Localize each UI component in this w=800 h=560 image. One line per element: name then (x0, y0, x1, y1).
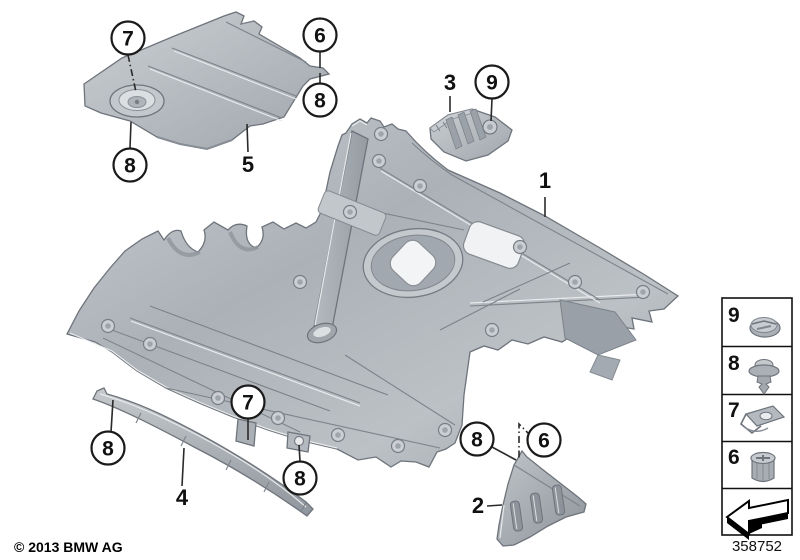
legend-item-8: 8 (728, 352, 780, 395)
svg-text:7: 7 (242, 392, 254, 415)
label-part-3: 3 (444, 70, 456, 95)
panel-tab-bottom (235, 418, 257, 447)
callout-9-plate: 9 (474, 64, 510, 100)
svg-text:6: 6 (538, 430, 550, 453)
part-front-strip (92, 387, 314, 517)
callout-8-shield-left: 8 (112, 147, 148, 183)
clip-nut-icon (739, 405, 786, 435)
callout-7-shield: 7 (110, 20, 146, 56)
callout-6-shield: 6 (302, 17, 338, 53)
label-part-2: 2 (472, 493, 484, 518)
label-part-1: 1 (539, 168, 551, 193)
svg-text:8: 8 (471, 429, 483, 452)
drawing-number: 358752 (732, 538, 782, 555)
copyright-text: © 2013 BMW AG (14, 539, 123, 555)
svg-text:6: 6 (314, 25, 326, 48)
expansion-nut-icon (750, 451, 776, 483)
svg-text:8: 8 (728, 352, 740, 375)
callout-8-panel-bottom: 8 (282, 460, 318, 496)
direction-arrow-icon (725, 498, 789, 540)
callout-6-bracket: 6 (526, 422, 562, 458)
svg-text:9: 9 (486, 72, 498, 95)
svg-text:7: 7 (728, 399, 740, 422)
callout-8-strip: 8 (90, 430, 126, 466)
callout-8-shield-right: 8 (302, 82, 338, 118)
svg-text:8: 8 (102, 438, 114, 461)
callout-7-panel: 7 (230, 384, 266, 420)
leader-lines (110, 52, 546, 507)
label-part-5: 5 (242, 152, 254, 177)
part-small-plate (429, 108, 513, 162)
fastener-legend: 9 8 7 6 (721, 297, 793, 540)
slide-cap-icon (749, 317, 781, 338)
callouts: 7 6 8 8 9 7 8 8 (90, 17, 562, 496)
svg-text:8: 8 (314, 90, 326, 113)
svg-text:8: 8 (294, 468, 306, 491)
part-number-labels: 1 2 3 4 5 (176, 70, 551, 518)
legend-item-9: 9 (728, 304, 781, 338)
svg-text:9: 9 (728, 304, 740, 327)
part-front-shield (83, 11, 331, 151)
svg-text:7: 7 (122, 28, 134, 51)
part-side-bracket (496, 449, 587, 547)
svg-text:8: 8 (124, 155, 136, 178)
legend-item-7: 7 (728, 399, 786, 435)
label-part-4: 4 (176, 485, 189, 510)
part-main-panel (66, 117, 680, 468)
expanding-rivet-icon (748, 359, 780, 395)
svg-text:6: 6 (728, 446, 740, 469)
bolt-bosses (100, 126, 651, 454)
legend-item-6: 6 (728, 446, 776, 483)
legend-direction-cell (725, 498, 789, 540)
callout-8-bracket: 8 (459, 421, 495, 457)
